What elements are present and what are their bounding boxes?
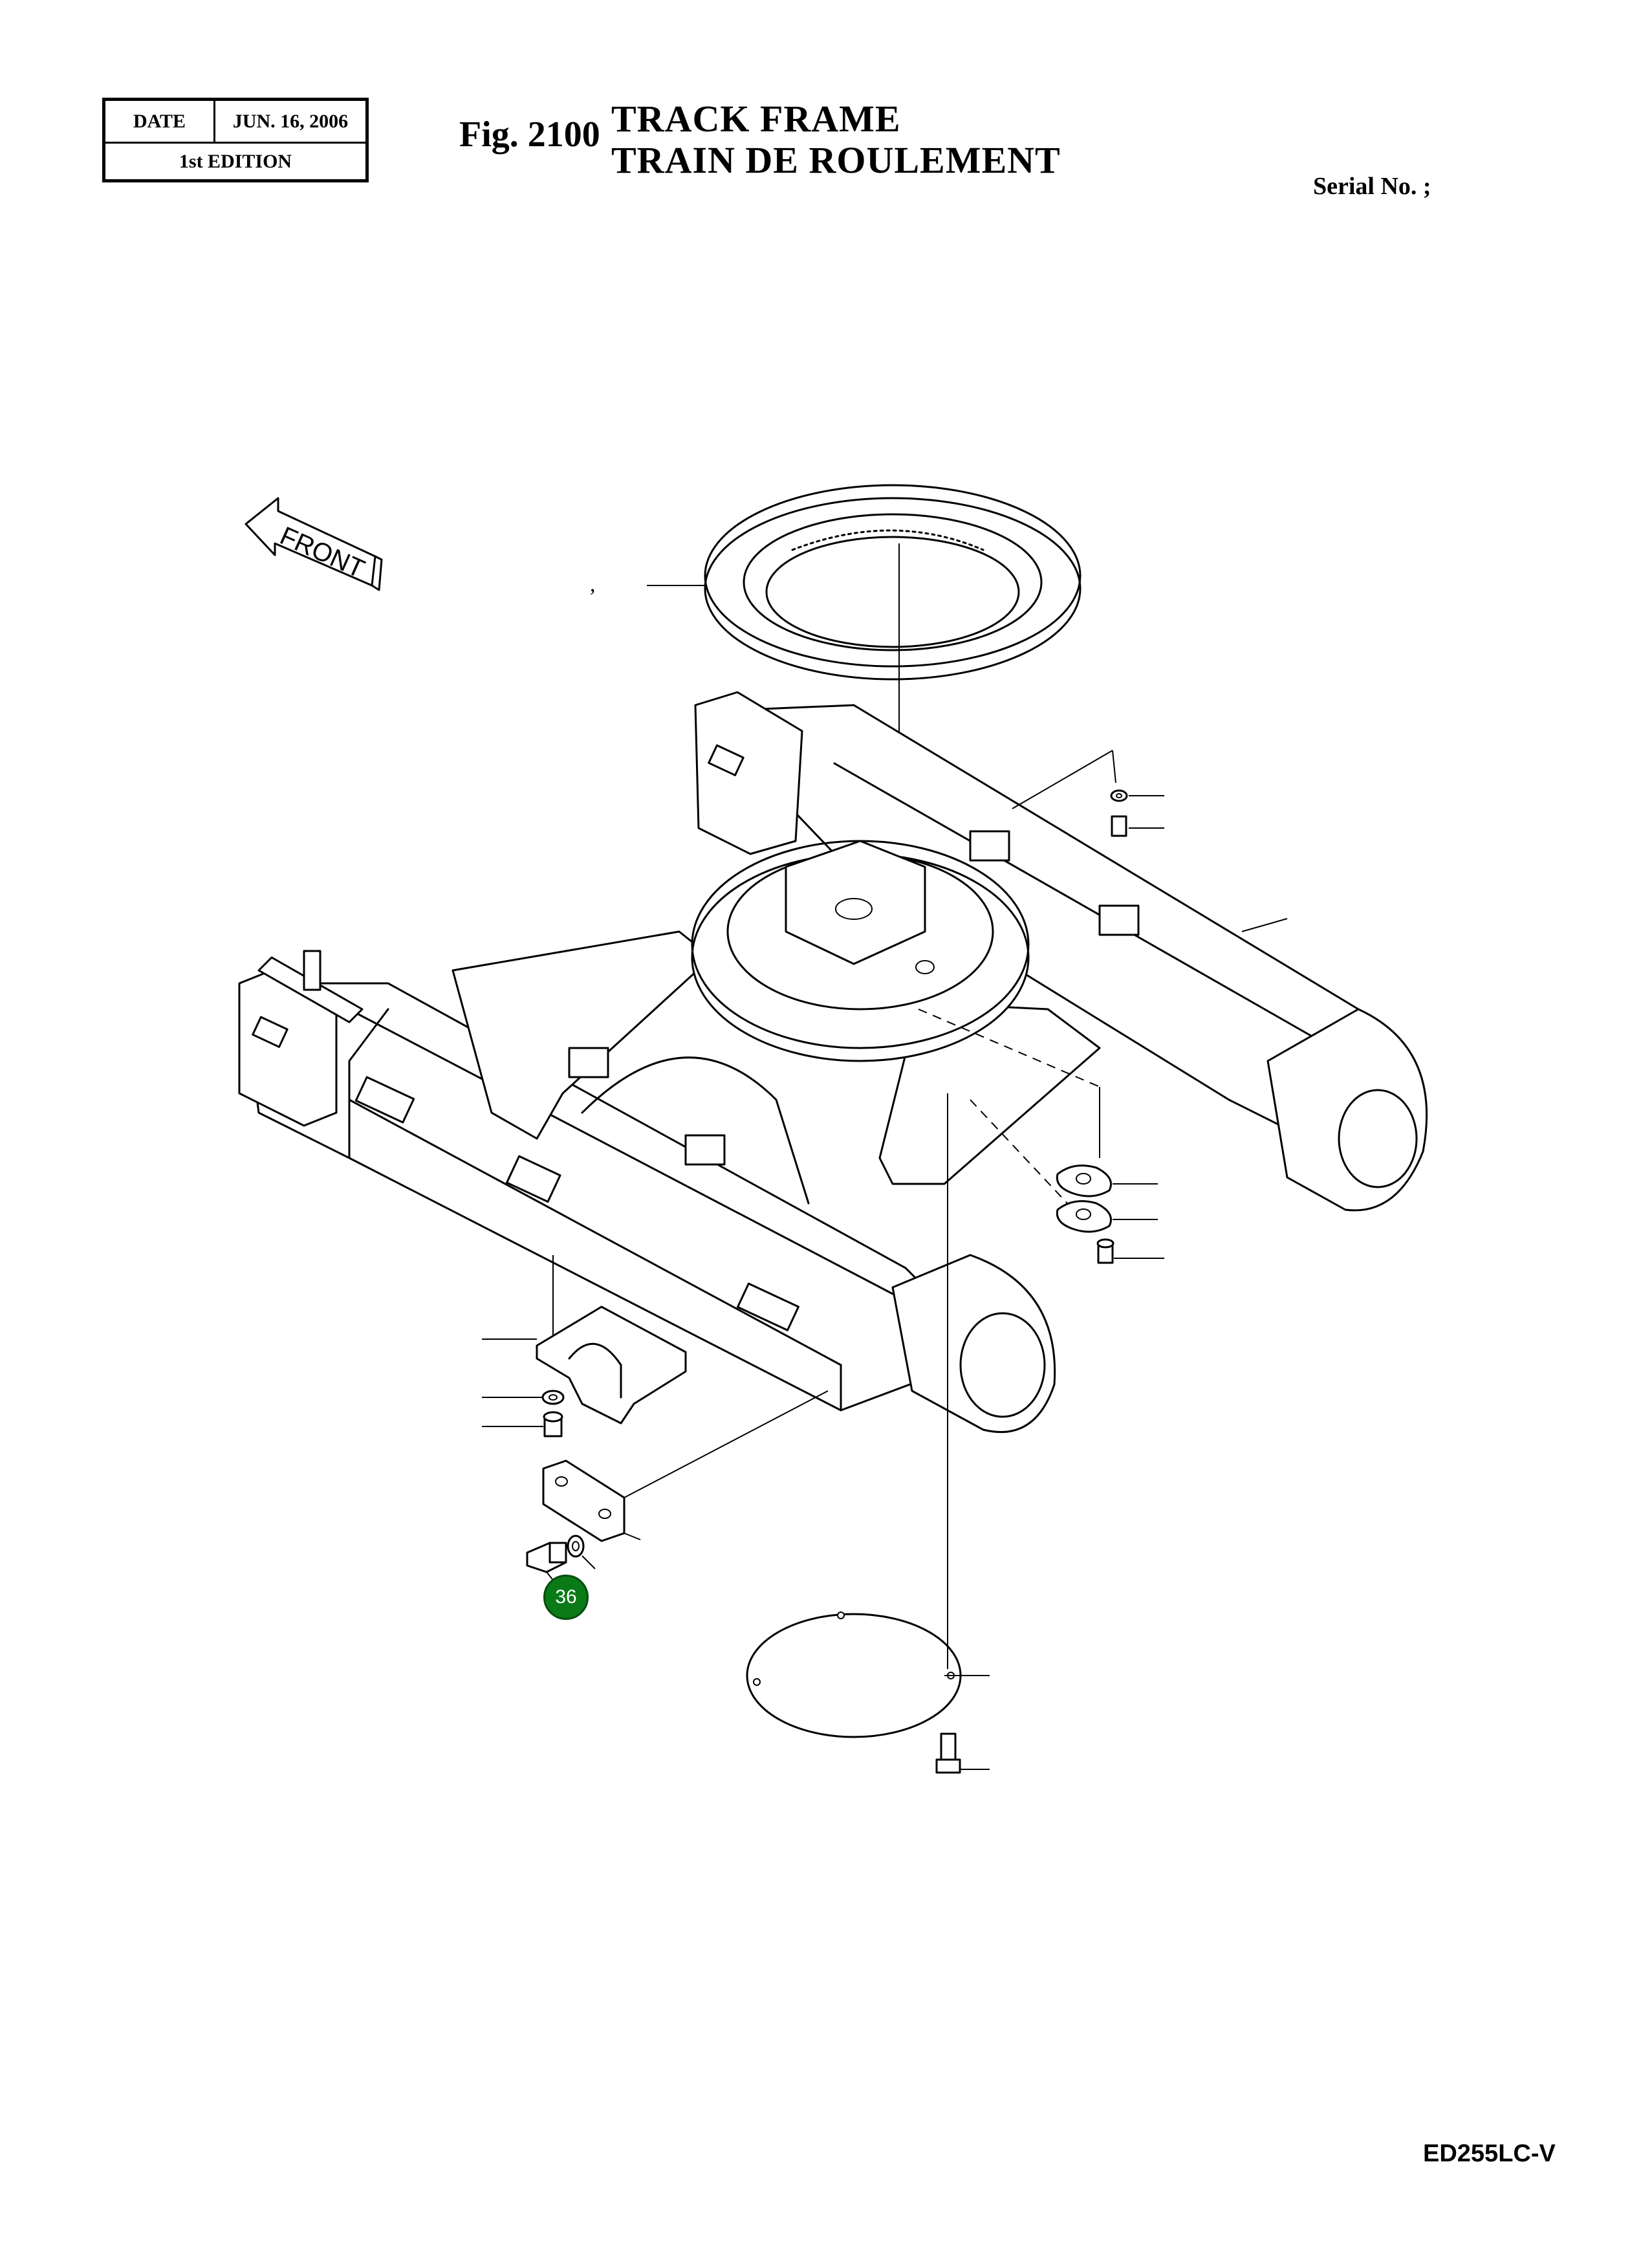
nut-and-bolt-left bbox=[482, 1390, 565, 1437]
date-row: DATE JUN. 16, 2006 bbox=[105, 101, 365, 144]
title-english: TRACK FRAME bbox=[611, 98, 901, 140]
plate-bolt bbox=[526, 1535, 596, 1589]
nut-and-bolt-right bbox=[1012, 750, 1288, 932]
cover-bolt bbox=[935, 1732, 990, 1774]
callout-tick: , bbox=[590, 573, 596, 596]
serial-number-label: Serial No. ; bbox=[1313, 173, 1431, 200]
reference-number-badge[interactable]: 36 bbox=[543, 1575, 589, 1620]
guard-plate bbox=[542, 1390, 829, 1542]
track-guide bbox=[482, 1255, 687, 1425]
figure-number: Fig. 2100 bbox=[459, 115, 600, 155]
title-french: TRAIN DE ROULEMENT bbox=[611, 139, 1061, 181]
date-box: DATE JUN. 16, 2006 1st EDITION bbox=[102, 98, 369, 182]
shims-and-bolt bbox=[1056, 1087, 1164, 1264]
front-arrow: FRONT bbox=[245, 497, 383, 591]
model-number: ED255LC-V bbox=[1423, 2140, 1556, 2167]
track-frame-body bbox=[238, 691, 1428, 1434]
edition-label: 1st EDITION bbox=[179, 151, 292, 172]
bottom-cover bbox=[746, 1093, 990, 1738]
date-label: DATE bbox=[105, 101, 215, 142]
date-value: JUN. 16, 2006 bbox=[232, 110, 349, 132]
